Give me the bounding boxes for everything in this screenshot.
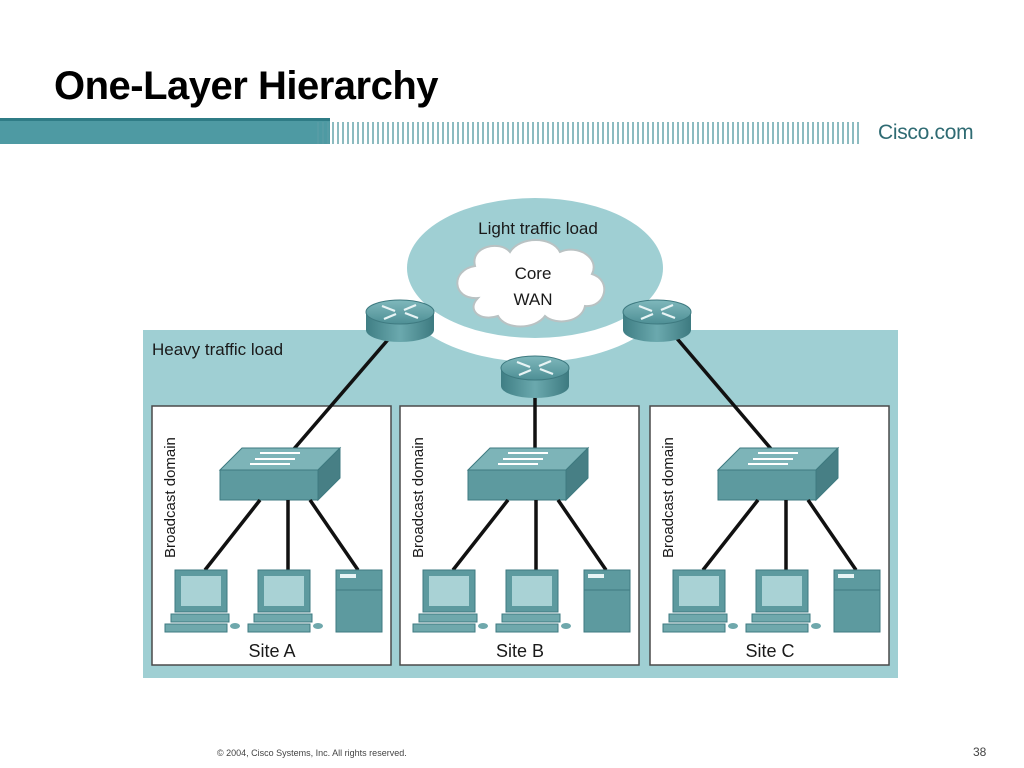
core-wan-cloud: Core WAN (456, 239, 606, 328)
pc-icon (164, 569, 240, 633)
router-right (622, 299, 692, 342)
server-icon (833, 569, 881, 633)
site-label: Site A (248, 641, 295, 661)
switch-icon (716, 446, 840, 502)
router-left (365, 299, 435, 342)
server-icon (335, 569, 383, 633)
site-label: Site C (745, 641, 794, 661)
host-links (451, 498, 608, 572)
host-links (701, 498, 858, 572)
pc-icon (247, 569, 323, 633)
pc-icon (662, 569, 738, 633)
copyright-footer: © 2004, Cisco Systems, Inc. All rights r… (217, 748, 407, 758)
svg-text:Core: Core (515, 264, 552, 283)
site-label: Site B (496, 641, 544, 661)
light-traffic-label: Light traffic load (478, 219, 598, 238)
host-links (203, 498, 360, 572)
svg-text:WAN: WAN (513, 290, 552, 309)
pc-icon (495, 569, 571, 633)
router-center (500, 355, 570, 398)
switch-icon (218, 446, 342, 502)
uplinks (291, 326, 774, 452)
cisco-logo[interactable]: Cisco.com (878, 121, 974, 144)
broadcast-domain-label: Broadcast domain (660, 437, 677, 558)
pc-icon (745, 569, 821, 633)
broadcast-domain-label: Broadcast domain (410, 437, 427, 558)
header-banner (0, 118, 859, 144)
page-number: 38 (973, 745, 987, 759)
pc-icon (412, 569, 488, 633)
server-icon (583, 569, 631, 633)
switch-icon (466, 446, 590, 502)
slide-title: One-Layer Hierarchy (54, 64, 439, 108)
heavy-traffic-label: Heavy traffic load (152, 340, 283, 359)
broadcast-domain-label: Broadcast domain (162, 437, 179, 558)
